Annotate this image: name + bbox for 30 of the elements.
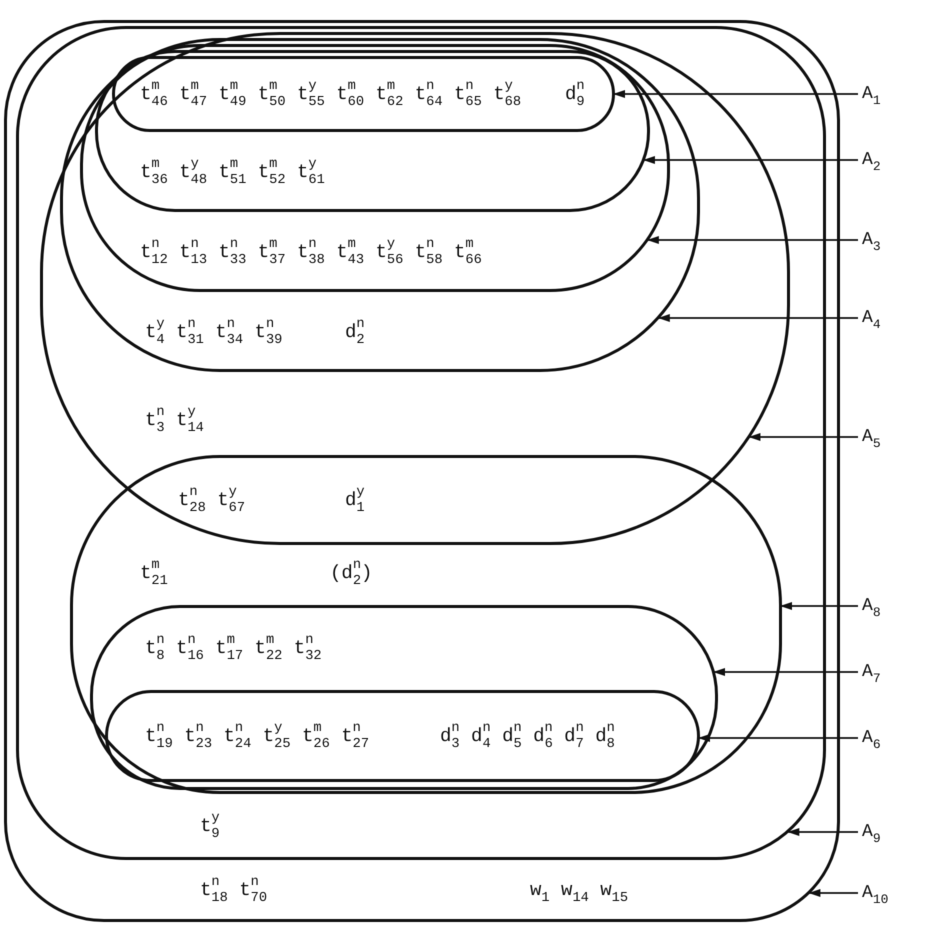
arrow	[642, 156, 858, 164]
set-outline	[112, 56, 615, 132]
set-outline	[90, 605, 718, 790]
arrow	[613, 90, 858, 98]
set-label: A$_{7}$	[862, 652, 881, 693]
arrow	[780, 602, 858, 610]
set-label: A$_{8}$	[862, 586, 881, 627]
set-outline	[105, 690, 700, 782]
arrow	[808, 889, 858, 897]
arrow	[658, 314, 858, 322]
set-label: A$_{1}$	[862, 74, 881, 115]
set-label: A$_{6}$	[862, 718, 881, 759]
set-outline	[95, 50, 650, 212]
set-label: A$_{2}$	[862, 140, 881, 181]
arrow	[787, 828, 858, 836]
element-list: (d$^{n}$$_{2}$)	[330, 553, 372, 596]
set-label: A$_{9}$	[862, 812, 881, 853]
set-outline	[70, 455, 782, 794]
set-outline	[60, 38, 700, 372]
arrow	[646, 236, 858, 244]
set-outline	[80, 44, 670, 292]
set-label: A$_{5}$	[862, 417, 881, 458]
arrow	[748, 433, 858, 441]
set-outline	[40, 32, 790, 545]
set-label: A$_{3}$	[862, 220, 881, 261]
set-label: A$_{4}$	[862, 298, 881, 339]
arrow	[698, 734, 858, 742]
element-list: w$_{1}$ w$_{14}$ w$_{15}$	[530, 870, 628, 913]
arrow	[713, 668, 858, 676]
set-label: A$_{10}$	[862, 873, 888, 914]
